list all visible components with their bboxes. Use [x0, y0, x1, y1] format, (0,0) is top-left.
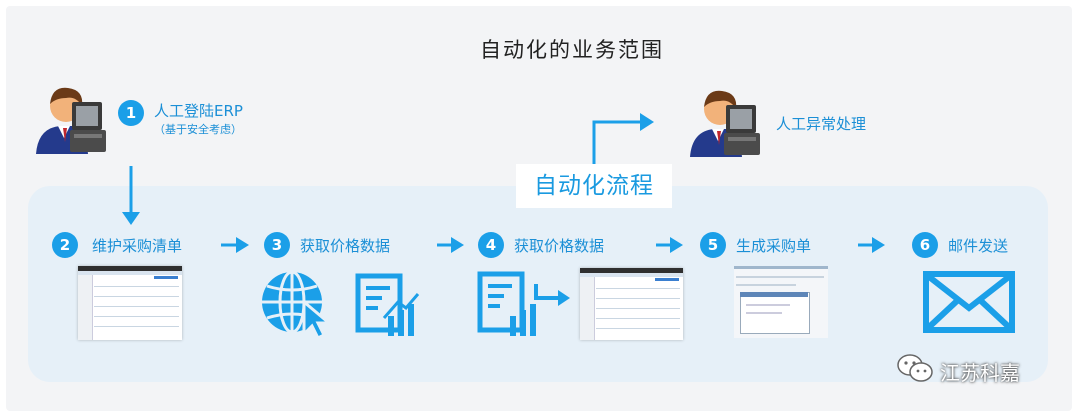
step-number-3: 3 [264, 232, 290, 258]
step-label-5: 生成采购单 [736, 237, 812, 255]
step-number-6: 6 [912, 232, 938, 258]
step-number-5: 5 [700, 232, 726, 258]
document-export-icon [477, 271, 570, 336]
step-number-4: 4 [478, 232, 504, 258]
envelope-icon [923, 271, 1015, 333]
step-label-3: 获取价格数据 [300, 237, 391, 255]
wechat-icon [897, 354, 933, 382]
purchase-order-thumbnail [734, 266, 828, 338]
user-at-computer-icon [690, 90, 760, 157]
diagram-title: 自动化的业务范围 [480, 38, 664, 62]
chart-document-icon [355, 273, 420, 336]
user-at-computer-icon [36, 87, 106, 154]
step-number-1: 1 [118, 100, 144, 126]
step-label-6: 邮件发送 [948, 237, 1009, 255]
watermark-text: 江苏科嘉 [940, 361, 1020, 385]
manual-login-label: 人工登陆ERP [154, 102, 243, 120]
step-label-4: 获取价格数据 [514, 237, 605, 255]
manual-login-note: （基于安全考虑） [154, 123, 242, 136]
manual-exception-label: 人工异常处理 [776, 115, 867, 133]
step-number-2: 2 [52, 232, 78, 258]
erp-screenshot-thumbnail [78, 266, 182, 340]
auto-flow-label: 自动化流程 [516, 164, 672, 208]
erp-screenshot-thumbnail [580, 268, 683, 340]
step-label-2: 维护采购清单 [92, 237, 183, 255]
globe-cursor-icon [262, 270, 334, 340]
